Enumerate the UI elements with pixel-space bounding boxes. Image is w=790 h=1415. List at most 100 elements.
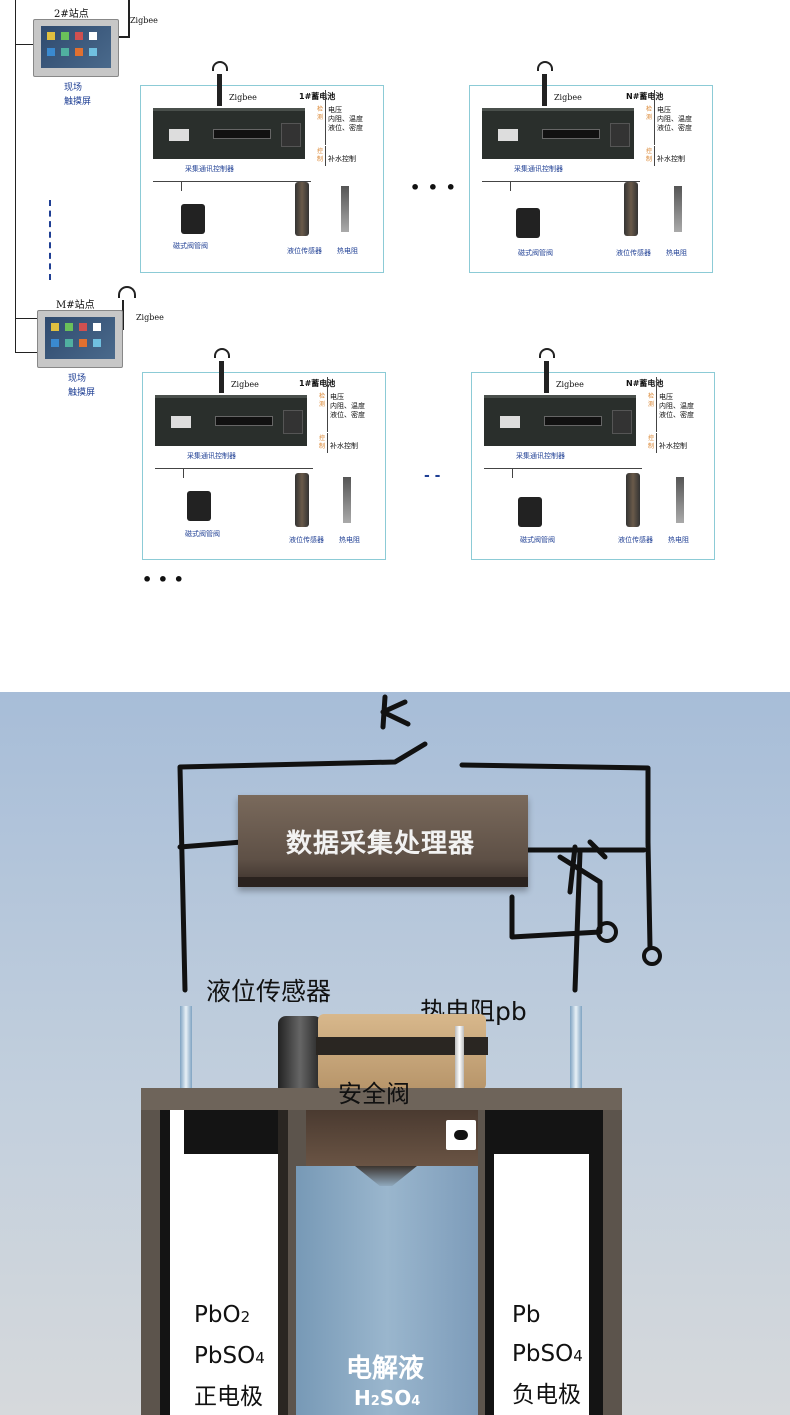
antenna: [217, 74, 222, 106]
measure-voltage: 电压: [330, 393, 344, 401]
control-tag: 控制: [646, 148, 653, 163]
divider: [327, 377, 328, 432]
connector-line: [482, 181, 640, 182]
antenna-line: [122, 300, 124, 330]
thermistor: [341, 186, 349, 232]
terminal-post-left: [180, 1006, 192, 1090]
battery-panel: Zigbee 1#蓄电池 检测 电压 内阻、温度 液位、密度 控制 补水控制 采…: [140, 61, 384, 273]
measure-resistance-temp: 内阻、温度: [330, 402, 365, 410]
solenoid-valve: [518, 497, 542, 527]
solenoid-valve: [181, 204, 205, 234]
battery-name: 1#蓄电池: [299, 379, 336, 388]
touchscreen-display: [45, 317, 115, 359]
station-label: M#站点: [56, 300, 95, 311]
right-electrode: [494, 1154, 589, 1415]
battery-panel: Zigbee N#蓄电池 检测 电压 内阻、温度 液位、密度 控制 补水控制 采…: [469, 61, 713, 273]
chem-sub: 4: [573, 1347, 583, 1365]
formula-sub: 2: [370, 1394, 380, 1409]
level-sensor-label: 液位传感器: [618, 536, 653, 544]
valve-label: 磁式阀管阀: [185, 530, 220, 538]
branch-line: [15, 318, 37, 319]
electrolyte-label: 电解液: [346, 1354, 425, 1384]
measure-level-density: 液位、密度: [659, 411, 694, 419]
thermistor: [674, 186, 682, 232]
level-sensor-label: 液位传感器: [616, 249, 651, 257]
chem-pb: Pb: [512, 1302, 541, 1328]
formula-so: SO: [379, 1386, 412, 1410]
control-label: 补水控制: [659, 442, 687, 450]
level-sensor: [626, 473, 640, 527]
branch-line: [15, 352, 37, 353]
measure-level-density: 液位、密度: [330, 411, 365, 419]
thermistor-label: 热电阻: [668, 536, 689, 544]
battery-cross-section: 数据采集处理器 液位传感器 热电阻pb 安全阀 PbO2 PbSO4 正电极 电…: [0, 692, 790, 1415]
touchscreen-device: [37, 310, 123, 368]
wifi-icon: [537, 61, 553, 71]
controller-label: 采集通讯控制器: [514, 165, 563, 173]
connector-line: [153, 181, 311, 182]
casing-top-rim: [141, 1088, 622, 1110]
ellipsis-dots: • • •: [142, 570, 184, 589]
connector-line: [510, 181, 511, 191]
station-label: 2#站点: [54, 9, 89, 20]
antenna: [542, 74, 547, 106]
measure-level-density: 液位、密度: [328, 124, 363, 132]
control-tag: 控制: [648, 435, 655, 450]
control-tag: 控制: [319, 435, 326, 450]
divider: [327, 433, 328, 453]
electrolyte-formula: H2SO4: [354, 1386, 420, 1410]
terminal-post-right: [570, 1006, 582, 1090]
divider: [325, 90, 326, 145]
zigbee-label: Zigbee: [556, 380, 584, 389]
measure-voltage: 电压: [659, 393, 673, 401]
wifi-icon: [212, 61, 228, 71]
zigbee-label: Zigbee: [231, 380, 259, 389]
detect-tag: 检测: [319, 393, 326, 408]
terminal-circle: [642, 946, 662, 966]
connector-line: [155, 468, 313, 469]
level-sensor-body: [278, 1016, 322, 1090]
connector-line: [484, 468, 642, 469]
screen-caption-line2: 触摸屏: [68, 388, 96, 398]
control-label: 补水控制: [657, 155, 685, 163]
control-tag: 控制: [317, 148, 324, 163]
control-label: 补水控制: [328, 155, 356, 163]
terminal-circle: [596, 921, 618, 943]
battery-panel: Zigbee 1#蓄电池 检测 电压 内阻、温度 液位、密度 控制 补水控制 采…: [142, 348, 386, 560]
detect-tag: 检测: [648, 393, 655, 408]
measure-voltage: 电压: [657, 106, 671, 114]
battery-name: N#蓄电池: [626, 92, 664, 101]
divider: [654, 90, 655, 145]
left-electrode: [170, 1154, 278, 1415]
data-processor-box: 数据采集处理器: [238, 795, 528, 887]
system-topology-diagram: 2#站点 Zigbee 现场 触摸屏 M#站点 Zigbee: [0, 0, 790, 640]
controller-label: 采集通讯控制器: [187, 452, 236, 460]
wifi-icon: [118, 286, 136, 298]
branch-line: [15, 44, 33, 45]
antenna: [219, 361, 224, 393]
processor-shadow: [238, 877, 528, 887]
valve-label: 磁式阀管阀: [173, 242, 208, 250]
measure-level-density: 液位、密度: [657, 124, 692, 132]
chem-sub: 4: [255, 1349, 265, 1367]
thermistor: [676, 477, 684, 523]
chem-pbso: PbSO: [512, 1341, 574, 1367]
thermistor-label: 热电阻: [337, 247, 358, 255]
left-electrode-top: [170, 1110, 184, 1154]
chem-pbso: PbSO: [194, 1343, 256, 1369]
battery-name: 1#蓄电池: [299, 92, 336, 101]
connector-line: [183, 468, 184, 478]
dashed-ellipsis-vertical: [49, 200, 51, 280]
antenna: [544, 361, 549, 393]
battery-panel: Zigbee N#蓄电池 检测 电压 内阻、温度 液位、密度 控制 补水控制 采…: [471, 348, 715, 560]
touchscreen-device: [33, 19, 119, 77]
measure-resistance-temp: 内阻、温度: [657, 115, 692, 123]
formula-sub: 4: [411, 1394, 421, 1409]
safety-valve-plug-icon: [446, 1120, 476, 1150]
detect-tag: 检测: [646, 106, 653, 121]
thermistor: [343, 477, 351, 523]
trunk-line: [15, 0, 16, 352]
level-sensor: [624, 182, 638, 236]
thermistor-rod: [455, 1026, 464, 1090]
electrolyte-fill: [296, 1166, 478, 1415]
